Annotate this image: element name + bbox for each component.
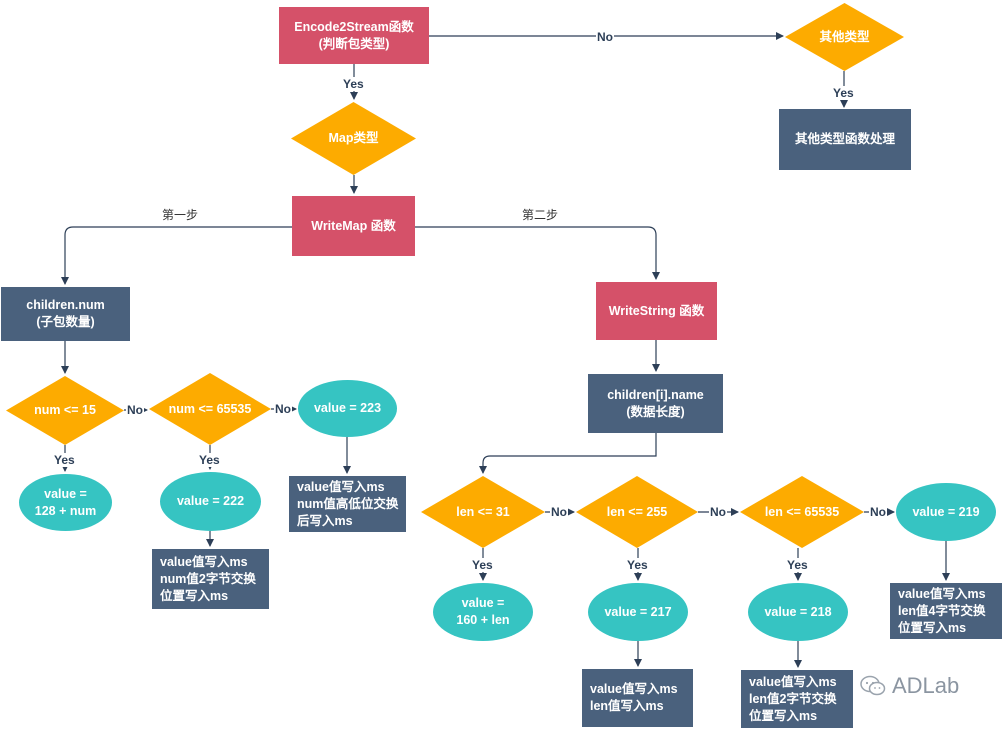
label-yes-num65535: Yes (198, 453, 221, 467)
label-no-encode-other: No (596, 30, 614, 44)
label-no-num15: No (126, 403, 144, 417)
label-step-one: 第一步 (161, 208, 200, 222)
len-le-65535-diamond: len <= 65535 (740, 476, 864, 548)
label-yes-encode-map: Yes (342, 77, 365, 91)
children-num-box: children.num(子包数量) (1, 287, 130, 341)
wechat-icon (860, 675, 886, 696)
writestring-box: WriteString 函数 (596, 282, 717, 340)
label-yes-other-handler: Yes (832, 86, 855, 100)
adlab-watermark: ADLab (860, 673, 959, 699)
label-yes-len65535: Yes (786, 558, 809, 572)
writemap-box: WriteMap 函数 (292, 196, 415, 256)
other-type-diamond: 其他类型 (785, 3, 904, 71)
value-217-ellipse: value = 217 (588, 583, 688, 641)
map-type-diamond: Map类型 (291, 102, 416, 175)
label-yes-len255: Yes (626, 558, 649, 572)
edge-writemap-writestring (415, 226, 660, 280)
value-222-ellipse: value = 222 (160, 472, 261, 531)
len-le-31-diamond: len <= 31 (421, 476, 545, 548)
len-le-255-diamond: len <= 255 (576, 476, 698, 548)
encode2stream-box: Encode2Stream函数(判断包类型) (279, 7, 429, 64)
edge-writemap-childrennum (61, 226, 292, 285)
label-no-len255: No (709, 505, 727, 519)
label-no-len65535: No (869, 505, 887, 519)
watermark-text: ADLab (892, 673, 960, 698)
label-yes-len31: Yes (471, 558, 494, 572)
label-yes-num15: Yes (53, 453, 76, 467)
label-no-len31: No (550, 505, 568, 519)
edge-childrenname-len31 (479, 433, 657, 474)
children-name-box: children[i].name(数据长度) (588, 374, 723, 433)
num-le-15-diamond: num <= 15 (6, 376, 124, 445)
label-no-num65535: No (274, 402, 292, 416)
label-step-two: 第二步 (521, 208, 560, 222)
other-type-handler-box: 其他类型函数处理 (779, 109, 911, 170)
value-128-plus-num-ellipse: value =128 + num (19, 474, 112, 531)
num-le-65535-diamond: num <= 65535 (149, 373, 271, 445)
value-218-ellipse: value = 218 (748, 583, 848, 641)
value-160-plus-len-ellipse: value =160 + len (433, 583, 533, 641)
value-223-ellipse: value = 223 (298, 380, 397, 437)
value-219-ellipse: value = 219 (896, 483, 996, 541)
